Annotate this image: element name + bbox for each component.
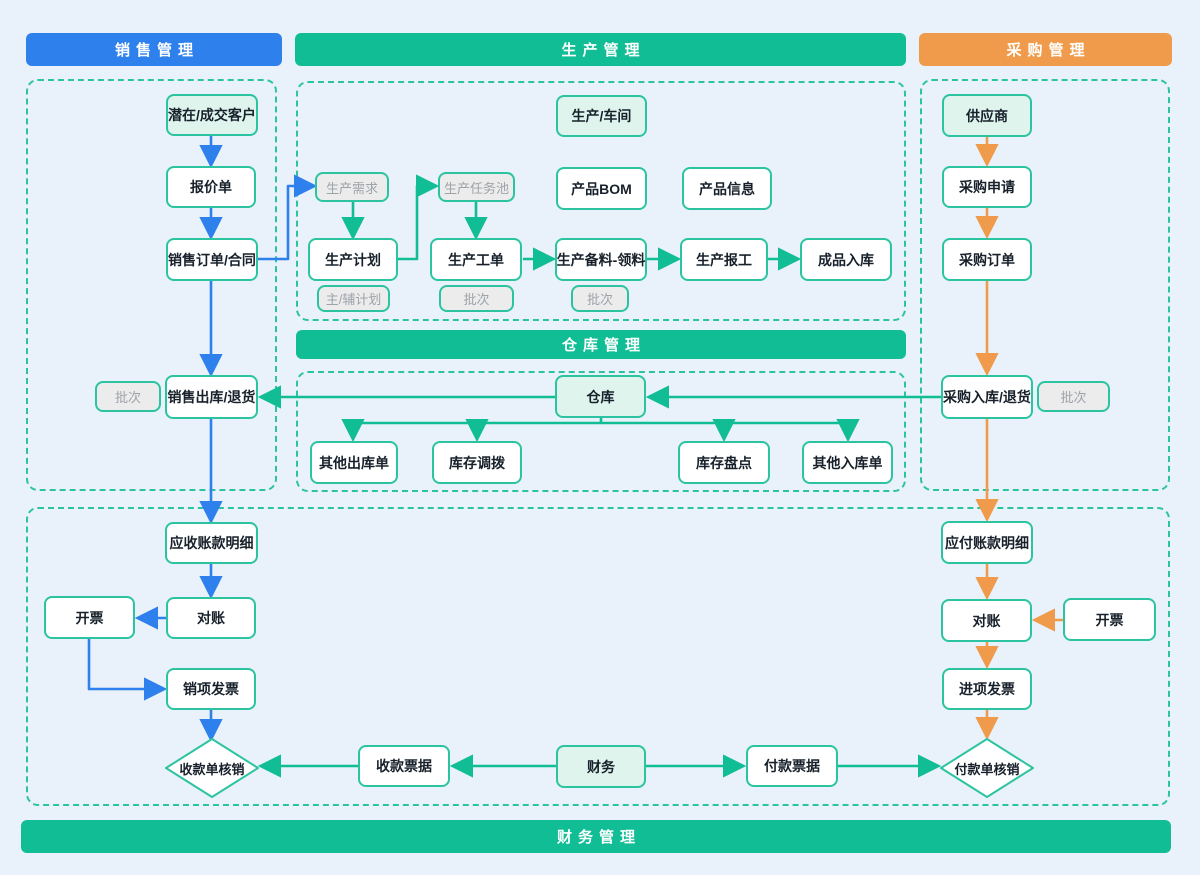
node-finished-goods-inbound: 成品入库 bbox=[800, 238, 892, 281]
node-purchase-inbound: 采购入库/退货 bbox=[941, 375, 1033, 419]
node-sales-invoice: 销项发票 bbox=[166, 668, 256, 710]
node-product-bom: 产品BOM bbox=[556, 167, 647, 210]
node-product-info: 产品信息 bbox=[682, 167, 772, 210]
node-invoicing-purchase: 开票 bbox=[1063, 598, 1156, 641]
node-production-report: 生产报工 bbox=[680, 238, 768, 281]
node-batch-purchase: 批次 bbox=[1037, 381, 1110, 412]
node-ar-detail: 应收账款明细 bbox=[165, 522, 258, 564]
node-batch-material: 批次 bbox=[571, 285, 629, 312]
node-potential-customer: 潜在/成交客户 bbox=[166, 94, 258, 136]
node-receipt-writeoff: 收款单核销 bbox=[179, 761, 245, 777]
finance-region bbox=[26, 507, 1170, 806]
warehouse-region bbox=[296, 371, 906, 492]
node-other-inbound: 其他入库单 bbox=[802, 441, 893, 484]
node-payment-note: 付款票据 bbox=[746, 745, 838, 787]
purchase-region bbox=[920, 79, 1170, 491]
node-stock-transfer: 库存调拨 bbox=[432, 441, 522, 484]
node-main-aux-plan: 主/辅计划 bbox=[317, 285, 390, 312]
node-input-invoice: 进项发票 bbox=[942, 668, 1032, 710]
node-material-preparation: 生产备料-领料 bbox=[555, 238, 647, 281]
node-work-order: 生产工单 bbox=[430, 238, 522, 281]
node-batch-work-order: 批次 bbox=[439, 285, 514, 312]
node-sales-outbound: 销售出库/退货 bbox=[165, 375, 258, 419]
node-warehouse: 仓库 bbox=[555, 375, 646, 418]
node-production-plan: 生产计划 bbox=[308, 238, 398, 281]
production-management-band: 生产管理 bbox=[295, 33, 906, 66]
node-stock-check: 库存盘点 bbox=[678, 441, 770, 484]
warehouse-management-band: 仓库管理 bbox=[296, 330, 906, 359]
node-quotation: 报价单 bbox=[166, 166, 256, 208]
node-purchase-order: 采购订单 bbox=[942, 238, 1032, 281]
node-other-outbound: 其他出库单 bbox=[310, 441, 398, 484]
node-receipt-note: 收款票据 bbox=[358, 745, 450, 787]
node-sales-order: 销售订单/合同 bbox=[166, 238, 258, 281]
node-task-pool: 生产任务池 bbox=[438, 172, 515, 202]
node-invoicing-sales: 开票 bbox=[44, 596, 135, 639]
node-reconcile-purchase: 对账 bbox=[941, 599, 1032, 642]
node-finance: 财务 bbox=[556, 745, 646, 788]
node-reconcile-sales: 对账 bbox=[166, 597, 256, 639]
sales-management-band: 销售管理 bbox=[26, 33, 282, 66]
purchase-management-band: 采购管理 bbox=[919, 33, 1172, 66]
node-supplier: 供应商 bbox=[942, 94, 1032, 137]
node-payment-writeoff: 付款单核销 bbox=[954, 761, 1020, 777]
node-purchase-request: 采购申请 bbox=[942, 166, 1032, 208]
sales-region bbox=[26, 79, 277, 491]
node-batch-sales: 批次 bbox=[95, 381, 161, 412]
node-workshop: 生产/车间 bbox=[556, 95, 647, 137]
node-production-demand: 生产需求 bbox=[315, 172, 389, 202]
node-ap-detail: 应付账款明细 bbox=[941, 521, 1033, 564]
finance-management-band: 财务管理 bbox=[21, 820, 1171, 853]
